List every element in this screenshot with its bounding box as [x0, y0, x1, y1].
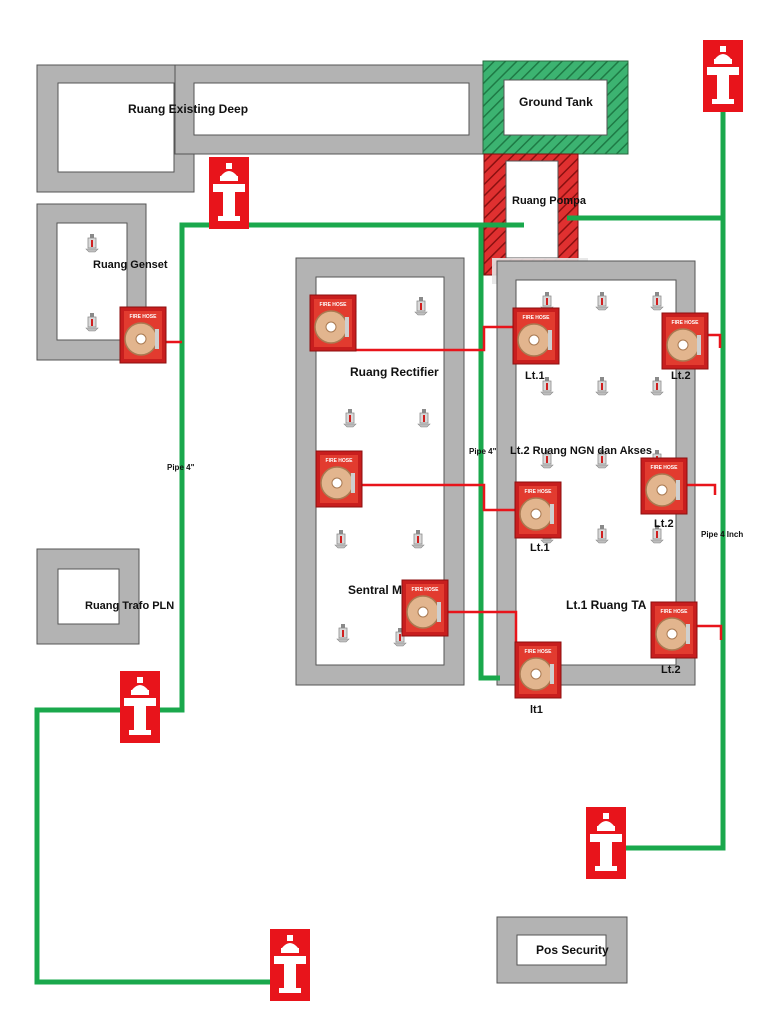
floor-label: Lt.1 [530, 542, 550, 554]
fire-hose-cabinet-icon [640, 457, 688, 515]
fire-hose-cabinet-icon [661, 312, 709, 370]
label-ruang-pompa: Ruang Pompa [512, 195, 587, 207]
fire-hose-cabinet-icon [514, 641, 562, 699]
room-ground-tank [482, 60, 629, 155]
fire-hose-cabinet-icon [650, 601, 698, 659]
room-ruang-existing-deep [36, 64, 491, 193]
floor-label: Lt.2 [661, 664, 681, 676]
fire-hose-cabinet-icon [514, 481, 562, 539]
label-ruang-ta: Lt.1 Ruang TA [566, 598, 647, 612]
room-ruang-trafo-pln [36, 548, 140, 645]
label-ruang-trafo-pln: Ruang Trafo PLN [85, 600, 174, 612]
hydrant-icon [586, 807, 626, 879]
hydrant-icon [270, 929, 310, 1001]
label-ruang-ngn: Lt.2 Ruang NGN dan Akses [510, 445, 652, 457]
hydrant-icon [120, 671, 160, 743]
room-pos-security [496, 916, 628, 984]
fire-hose-cabinet-icon [309, 294, 357, 352]
pipe-right-loop [567, 215, 726, 851]
label-sentral: Sentral M [348, 583, 402, 597]
label-ruang-rectifier: Ruang Rectifier [350, 365, 439, 379]
label-ruang-existing-deep: Ruang Existing Deep [128, 102, 248, 116]
label-ruang-genset: Ruang Genset [93, 259, 168, 271]
pipe-label-center: Pipe 4" [469, 447, 497, 456]
fire-hose-cabinet-icon [315, 450, 363, 508]
floor-label: Lt.1 [525, 370, 545, 382]
branch-pipes [165, 325, 723, 650]
floor-label: lt1 [530, 704, 543, 716]
pipe-label-right: Pipe 4 Inch [701, 530, 743, 539]
hydrant-icon [209, 157, 249, 229]
label-pos-security: Pos Security [536, 943, 609, 957]
label-ground-tank: Ground Tank [519, 95, 593, 109]
fire-hose-cabinet-icon [512, 307, 560, 365]
hydrant-icon [703, 40, 743, 112]
pipe-label-left: Pipe 4" [167, 463, 195, 472]
floor-label: Lt.2 [654, 518, 674, 530]
floor-label: Lt.2 [671, 370, 691, 382]
fire-hose-cabinet-icon [401, 579, 449, 637]
fire-hose-cabinet-icon [119, 306, 167, 364]
pipe-center [478, 222, 524, 681]
